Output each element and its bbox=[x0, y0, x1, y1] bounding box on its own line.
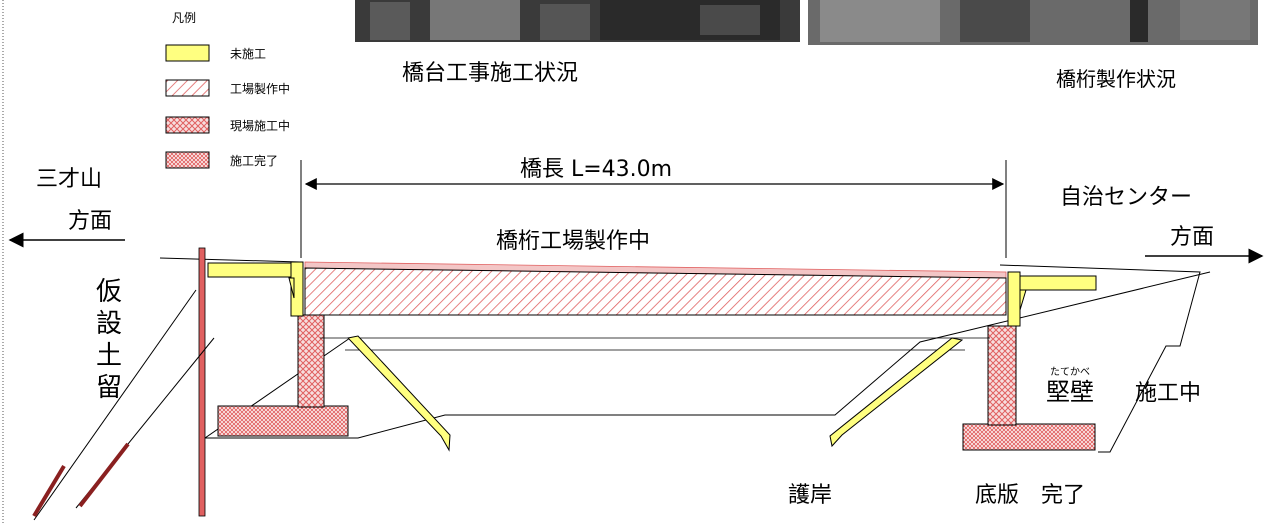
wall-status-label: 施工中 bbox=[1135, 381, 1201, 406]
slab-status-label: 底版 完了 bbox=[975, 483, 1085, 508]
right-bracket bbox=[1019, 289, 1027, 311]
left-revetment bbox=[347, 335, 451, 452]
girder-status-label: 橋桁工場製作中 bbox=[496, 229, 650, 254]
temp-anchor-rod-1 bbox=[32, 464, 66, 518]
temp-retaining-char-3: 土 bbox=[96, 341, 122, 371]
legend-swatch-complete bbox=[165, 151, 210, 169]
wall-name-label: 堅壁 bbox=[1046, 378, 1094, 406]
abutment-photo bbox=[355, 0, 800, 42]
legend-label-complete: 施工完了 bbox=[230, 153, 278, 168]
legend: 凡例 未施工 工場製作中 現場施工中 施工完了 bbox=[165, 11, 290, 169]
legend-swatch-not-started bbox=[165, 44, 210, 62]
temp-anchor-line-1 bbox=[33, 289, 197, 521]
right-abutment bbox=[962, 271, 1097, 451]
girder-photo bbox=[808, 0, 1258, 45]
temp-retaining-wall bbox=[198, 247, 206, 517]
right-approach-slab bbox=[1009, 275, 1097, 291]
left-approach-slab bbox=[207, 262, 301, 278]
left-bracket bbox=[288, 277, 295, 299]
left-parapet bbox=[290, 261, 304, 317]
right-abutment-wall bbox=[987, 325, 1017, 426]
right-parapet bbox=[1007, 271, 1021, 327]
left-direction-line2: 方面 bbox=[68, 209, 112, 234]
legend-label-factory: 工場製作中 bbox=[230, 81, 290, 96]
ground-line-right bbox=[999, 264, 1201, 453]
girder-photo-caption: 橋桁製作状況 bbox=[1056, 67, 1176, 91]
left-abutment bbox=[207, 261, 349, 437]
ground-line-left bbox=[159, 257, 301, 263]
temp-anchor-rod-2 bbox=[78, 442, 130, 508]
legend-label-not-started: 未施工 bbox=[230, 47, 266, 61]
temp-retaining-char-2: 設 bbox=[96, 309, 122, 339]
left-direction-line1: 三才山 bbox=[36, 167, 102, 192]
right-direction-line1: 自治センター bbox=[1060, 185, 1192, 210]
bridge-girder bbox=[304, 261, 1007, 339]
right-footing-slab bbox=[962, 423, 1096, 451]
legend-swatch-factory bbox=[165, 79, 210, 97]
legend-swatch-onsite bbox=[165, 116, 210, 134]
right-revetment bbox=[829, 337, 964, 448]
temp-retaining-char-4: 留 bbox=[96, 373, 122, 403]
legend-label-onsite: 現場施工中 bbox=[230, 118, 290, 133]
abutment-photo-caption: 橋台工事施工状況 bbox=[402, 61, 578, 86]
temp-retaining-char-1: 仮 bbox=[96, 277, 122, 307]
revetment-label: 護岸 bbox=[788, 483, 832, 508]
left-abutment-wall bbox=[297, 314, 325, 408]
legend-title: 凡例 bbox=[172, 11, 196, 25]
right-direction-line2: 方面 bbox=[1170, 225, 1214, 250]
left-footing-slab bbox=[217, 405, 349, 437]
wall-ruby: たてかべ bbox=[1050, 366, 1090, 378]
bridge-length-label: 橋長 L=43.0m bbox=[520, 157, 672, 182]
